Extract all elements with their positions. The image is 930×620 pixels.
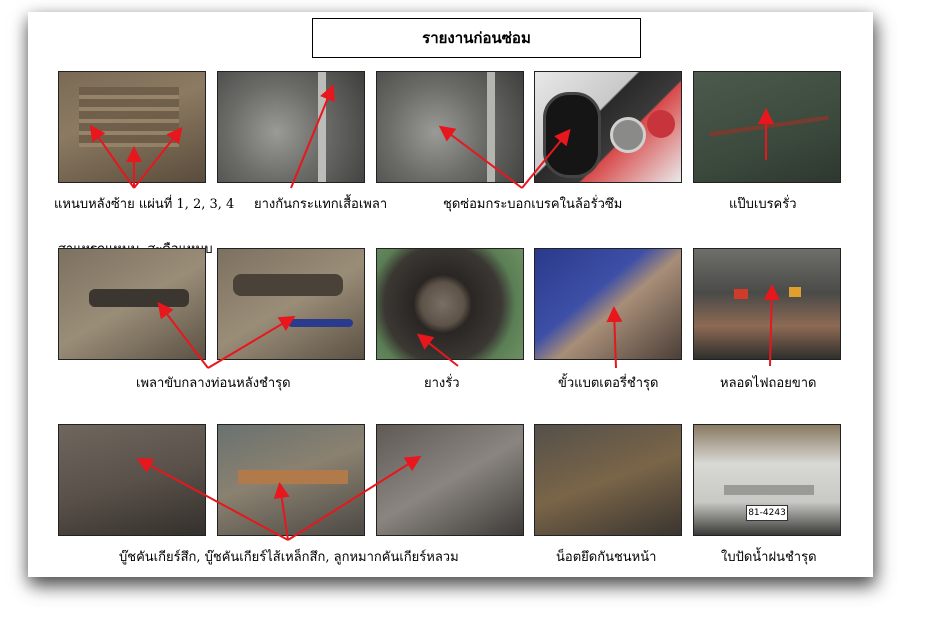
photo-gear-linkage <box>217 424 365 536</box>
caption-brake-pipe: แป๊บเบรครั่ว <box>729 197 797 212</box>
report-title: รายงานก่อนซ่อม <box>312 18 641 58</box>
photo-brake-cylinder-wheel <box>376 71 524 183</box>
photo-wiper: 81-4243 <box>693 424 841 536</box>
photo-driveshaft-2 <box>217 248 365 360</box>
photo-gear-ball-joint <box>376 424 524 536</box>
photo-axle-bumper <box>217 71 365 183</box>
caption-battery-terminal: ขั้วแบตเตอรี่ชำรุด <box>558 376 659 391</box>
caption-gear-parts: บู๊ชคันเกียร์สึก, บู๊ชคันเกียร์ไส้เหล็กส… <box>119 550 459 565</box>
photo-tire <box>376 248 524 360</box>
photo-battery-terminal <box>534 248 682 360</box>
caption-brake-cylinder: ชุดซ่อมกระบอกเบรคในล้อรั่วซึม <box>443 197 623 212</box>
photo-brake-repair-kit <box>534 71 682 183</box>
photo-driveshaft-1 <box>58 248 206 360</box>
photo-gear-bushing <box>58 424 206 536</box>
caption-tire: ยางรั่ว <box>424 376 460 391</box>
photo-brake-pipe <box>693 71 841 183</box>
caption-rear-leaf-spring: แหนบหลังซ้าย แผ่นที่ 1, 2, 3, 4 <box>54 197 235 212</box>
caption-wiper: ใบปัดน้ำฝนชำรุด <box>721 550 817 565</box>
photo-bumper-bolt <box>534 424 682 536</box>
caption-bumper-bolt: น็อตยึดกันชนหน้า <box>556 550 657 565</box>
caption-axle-bumper: ยางกันกระแทกเสื้อเพลา <box>254 197 388 212</box>
caption-driveshaft: เพลาขับกลางท่อนหลังชำรุด <box>136 376 291 391</box>
license-plate: 81-4243 <box>746 505 788 521</box>
photo-rear-leaf-spring <box>58 71 206 183</box>
caption-reverse-light: หลอดไฟถอยขาด <box>720 376 817 391</box>
photo-reverse-light <box>693 248 841 360</box>
